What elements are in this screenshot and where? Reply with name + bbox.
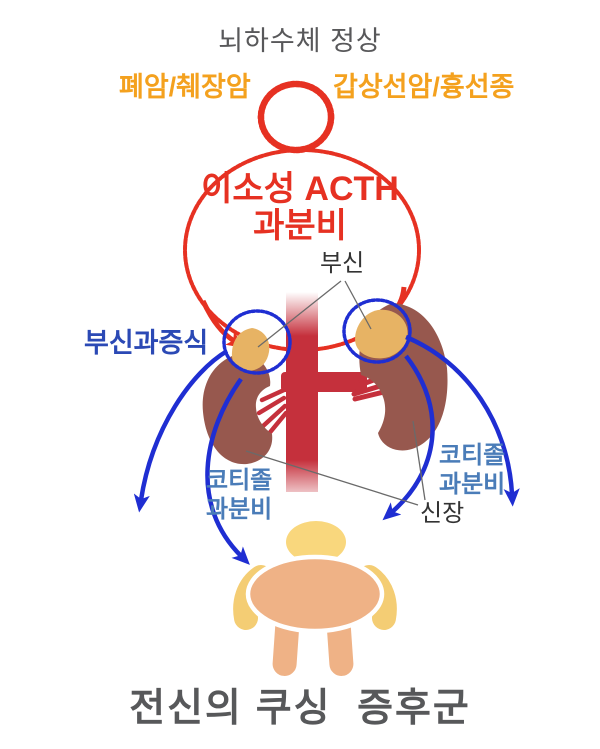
cortisol-arrow-right-inner <box>382 354 435 521</box>
left-adrenal-gland-illustration <box>231 328 270 371</box>
ectopic-acth-label: 이소성 ACTH 과분비 <box>0 171 600 245</box>
adrenal-hyperplasia-label: 부신과증식 <box>84 328 209 358</box>
adrenal-pointer-lines <box>257 280 372 348</box>
systemic-cushing-syndrome-caption: 전신의 쿠싱 증후군 <box>129 687 471 730</box>
cortisol-hypersecretion-right-label: 코티졸 과분비 <box>439 441 505 499</box>
left-kidney-illustration <box>202 352 273 465</box>
left-adrenal-highlight-circle <box>222 309 292 375</box>
right-adrenal-highlight-circle <box>342 298 412 364</box>
lung-pancreatic-cancer-label: 폐암/췌장암 <box>119 72 251 102</box>
cortisol-left-line1: 코티졸 <box>206 467 273 494</box>
right-adrenal-gland-illustration <box>355 309 408 359</box>
ectopic-acth-line2: 과분비 <box>253 207 347 245</box>
cortisol-arrow-left-outer <box>133 349 229 513</box>
cortisol-right-line2: 과분비 <box>439 471 506 498</box>
kidney-label: 신장 <box>420 500 465 527</box>
pituitary-normal-title: 뇌하수체 정상 <box>218 26 382 56</box>
thyroid-cancer-thymoma-label: 갑상선암/흉선종 <box>333 72 515 102</box>
cortisol-arrow-right-outer <box>405 334 520 507</box>
left-renal-branches <box>256 387 289 439</box>
cortisol-hypersecretion-left-label: 코티졸 과분비 <box>206 466 272 524</box>
pituitary-circle <box>257 80 335 154</box>
body-torso <box>245 554 385 634</box>
cortisol-flow-arrows <box>133 334 520 565</box>
adrenal-gland-label: 부신 <box>320 250 365 277</box>
cortisol-right-line1: 코티졸 <box>439 442 506 469</box>
kidney-pointer-lines <box>245 420 426 506</box>
body-head <box>286 521 346 563</box>
acth-arrow-left <box>200 299 245 348</box>
cortisol-arrow-left-inner <box>205 377 250 565</box>
cushing-body-figure <box>233 521 397 680</box>
ectopic-acth-line1: 이소성 ACTH <box>201 170 399 208</box>
cortisol-left-line2: 과분비 <box>206 496 273 523</box>
